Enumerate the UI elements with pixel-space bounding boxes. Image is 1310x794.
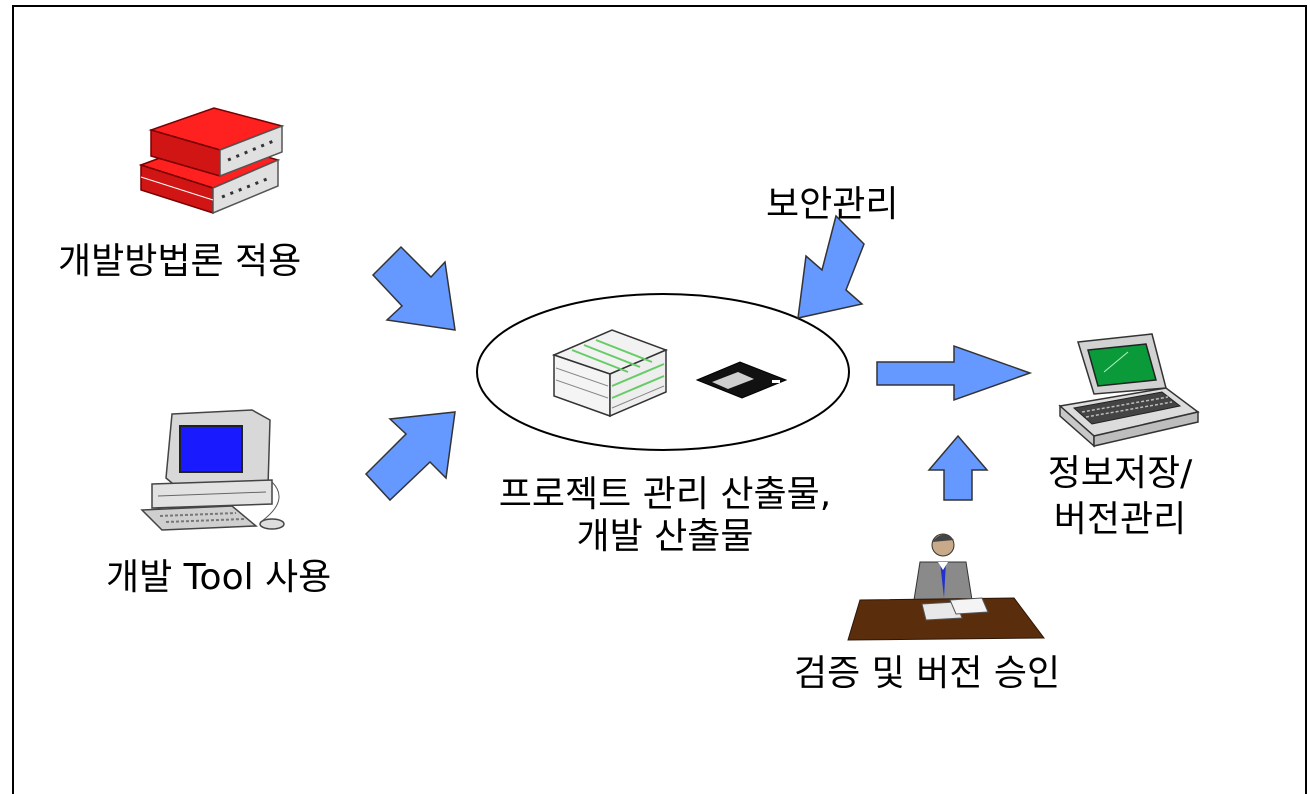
- laptop-icon: [1058, 333, 1200, 448]
- storage-label-line2: 버전관리: [1053, 499, 1187, 540]
- methodology-label: 개발방법론 적용: [58, 241, 302, 282]
- books-icon: [138, 107, 285, 215]
- security-label: 보안관리: [766, 184, 899, 225]
- tool-label: 개발 Tool 사용: [106, 557, 332, 598]
- approval-label: 검증 및 버전 승인: [794, 653, 1061, 694]
- arrow-methodology: [371, 245, 456, 331]
- artifacts-ellipse: [476, 293, 850, 451]
- storage-label-line1: 정보저장/: [1047, 453, 1193, 494]
- desktop-computer-icon: [140, 409, 285, 531]
- artifacts-label-line1: 프로젝트 관리 산출물,: [498, 474, 832, 515]
- paper-stack-icon: [551, 329, 669, 418]
- artifacts-label-line2: 개발 산출물: [576, 516, 754, 557]
- floppy-disk-icon: [695, 361, 788, 399]
- arrow-to-storage: [876, 344, 1033, 402]
- arrow-approval: [927, 434, 989, 501]
- slide-frame: [12, 5, 1307, 794]
- arrow-security: [797, 214, 865, 319]
- businessman-desk-icon: [847, 533, 1045, 641]
- arrow-tool: [364, 411, 456, 502]
